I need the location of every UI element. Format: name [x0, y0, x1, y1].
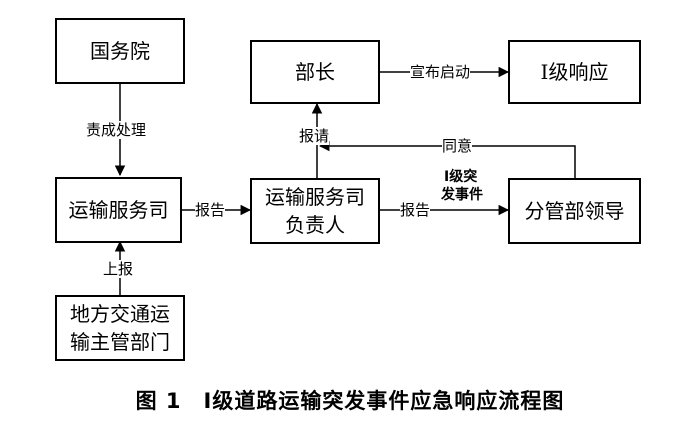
label-responsible-handle: 责成处理: [86, 121, 147, 139]
label-emergency-line2: 发事件: [441, 187, 483, 203]
node-dept-head-line2: 负责人: [285, 213, 345, 237]
node-local-authority-line1: 地方交通运: [70, 302, 170, 326]
node-state-council: 国务院: [55, 18, 185, 84]
node-transport-dept: 运输服务司: [55, 177, 182, 243]
node-dept-head-line1: 运输服务司: [265, 185, 365, 209]
node-minister-label: 部长: [295, 60, 335, 84]
figure-caption: 图 1 Ⅰ级道路运输突发事件应急响应流程图: [135, 389, 565, 413]
label-agree: 同意: [442, 137, 473, 155]
label-announce-start: 宣布启动: [410, 63, 471, 81]
node-dept-head: 运输服务司 负责人: [250, 178, 380, 244]
node-leader: 分管部领导: [508, 178, 641, 244]
node-level1-response: Ⅰ级响应: [508, 40, 641, 104]
label-report-request: 报请: [299, 127, 330, 145]
node-transport-dept-label: 运输服务司: [68, 198, 169, 222]
node-local-authority: 地方交通运 输主管部门: [55, 295, 185, 361]
node-leader-label: 分管部领导: [524, 199, 625, 223]
edge-leader-agree: [318, 140, 576, 178]
node-level1-response-label: Ⅰ级响应: [540, 60, 609, 84]
node-state-council-label: 国务院: [90, 39, 150, 63]
node-minister: 部长: [250, 40, 380, 104]
label-emergency-line1: Ⅰ级突: [444, 169, 478, 185]
label-report-1: 报告: [195, 201, 226, 219]
label-report-2: 报告: [400, 201, 431, 219]
node-local-authority-line2: 输主管部门: [70, 330, 170, 354]
label-report-up: 上报: [103, 260, 134, 278]
